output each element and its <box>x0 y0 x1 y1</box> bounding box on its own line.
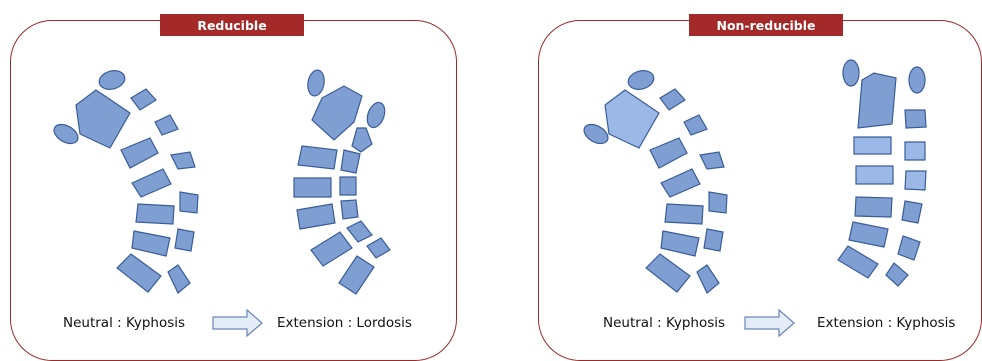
arrow-right-icon <box>213 310 262 336</box>
vertebra-process <box>97 68 127 92</box>
vertebra-body <box>121 138 158 168</box>
vertebra-process <box>909 67 925 93</box>
vertebra-body <box>838 246 878 278</box>
reducible-neutral-label: Neutral : Kyphosis <box>63 315 185 331</box>
vertebra-body <box>339 256 374 294</box>
vertebra-process <box>684 115 707 135</box>
vertebra-process <box>886 263 908 286</box>
non-reducible-title: Non-reducible <box>689 14 843 36</box>
vertebra-process <box>843 60 859 86</box>
vertebra-body <box>298 146 337 169</box>
vertebra-body <box>661 169 700 197</box>
vertebra-body <box>605 90 659 148</box>
vertebra-process <box>905 171 926 190</box>
vertebra-body <box>661 231 699 256</box>
vertebra-process <box>704 229 723 251</box>
vertebra-body <box>117 254 161 292</box>
vertebra-process <box>898 236 920 260</box>
vertebra-process <box>905 142 925 160</box>
vertebra-process <box>51 121 82 148</box>
vertebra-process <box>709 192 727 213</box>
vertebra-process <box>180 192 198 213</box>
vertebra-body <box>665 204 703 224</box>
vertebra-process <box>155 115 178 135</box>
vertebra-process <box>626 68 656 92</box>
vertebra-process <box>697 265 719 293</box>
vertebra-process <box>352 128 372 152</box>
vertebra-process <box>581 121 612 148</box>
reducible-title: Reducible <box>160 14 304 36</box>
non-reducible-neutral-label: Neutral : Kyphosis <box>603 315 725 331</box>
vertebra-body <box>132 169 171 197</box>
vertebra-body <box>297 204 335 229</box>
vertebra-body <box>856 166 893 184</box>
non-reducible-extension-label: Extension : Kyphosis <box>817 315 955 331</box>
vertebra-process <box>168 265 190 293</box>
vertebra-process <box>902 201 922 223</box>
vertebra-process <box>341 200 358 219</box>
vertebra-body <box>854 137 891 154</box>
vertebra-process <box>660 89 685 110</box>
non-reducible-neutral-spine <box>581 68 727 293</box>
vertebra-process <box>175 229 194 251</box>
reducible-extension-spine <box>294 69 390 294</box>
vertebra-process <box>131 89 156 110</box>
non-reducible-extension-spine <box>838 60 926 286</box>
vertebra-process <box>367 238 390 258</box>
vertebra-body <box>855 197 892 217</box>
vertebra-process <box>905 110 926 128</box>
vertebra-body <box>136 204 174 224</box>
vertebra-body <box>650 138 687 168</box>
vertebra-body <box>858 73 896 128</box>
vertebra-body <box>849 222 888 247</box>
vertebra-process <box>306 69 326 97</box>
vertebra-body <box>76 90 130 148</box>
vertebra-body <box>646 254 690 292</box>
vertebra-process <box>364 100 388 130</box>
vertebra-process <box>341 150 360 173</box>
vertebra-process <box>340 177 356 195</box>
vertebra-process <box>171 152 195 169</box>
reducible-neutral-spine <box>51 68 198 293</box>
reducible-extension-label: Extension : Lordosis <box>277 315 412 331</box>
vertebra-body <box>294 178 331 197</box>
vertebra-process <box>700 152 724 169</box>
vertebra-body <box>132 231 170 256</box>
vertebra-process <box>347 221 372 242</box>
vertebra-body <box>311 232 352 266</box>
arrow-right-icon <box>745 310 794 336</box>
